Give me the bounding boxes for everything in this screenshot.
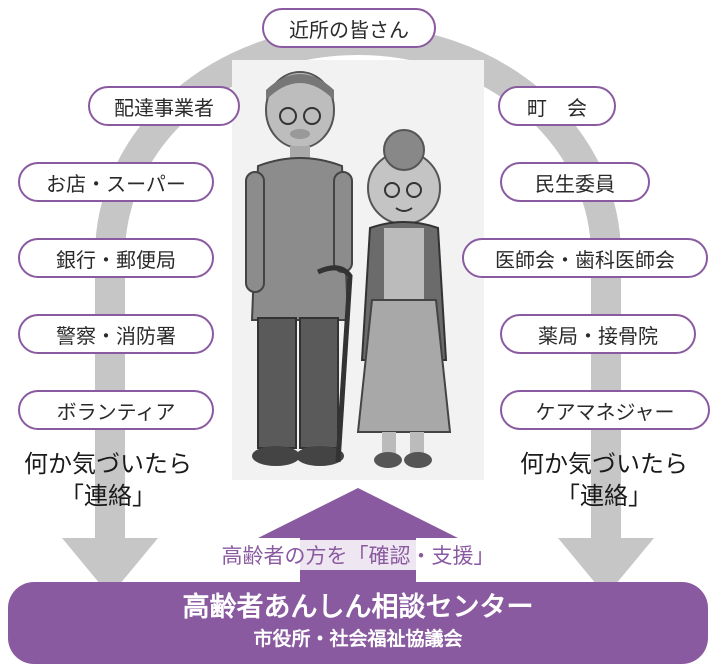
pill-delivery-businesses: 配達事業者 [88, 86, 240, 126]
pill-medical-dental-association: 医師会・歯科医師会 [462, 238, 708, 278]
confirm-support-label: 高齢者の方を「確認・支援」 [150, 540, 566, 570]
support-center-subtitle: 市役所・社会福祉協議会 [253, 628, 463, 650]
pill-shops-supermarkets: お店・スーパー [18, 162, 214, 202]
up-arrow [258, 488, 458, 588]
pill-neighbors: 近所の皆さん [262, 8, 436, 48]
right-caption: 何か気づいたら 「連絡」 [506, 448, 702, 512]
right-caption-line1: 何か気づいたら [520, 450, 688, 478]
pill-neighborhood-association: 町 会 [498, 86, 616, 126]
left-caption: 何か気づいたら 「連絡」 [10, 448, 206, 512]
support-center-title: 高齢者あんしん相談センター [182, 592, 534, 623]
left-down-arrowhead [62, 538, 158, 596]
left-caption-line1: 何か気づいたら [24, 450, 192, 478]
pill-police-fire: 警察・消防署 [18, 314, 214, 354]
left-caption-line2: 「連絡」 [60, 482, 156, 510]
pill-care-manager: ケアマネジャー [500, 390, 710, 430]
pill-banks-post-office: 銀行・郵便局 [18, 238, 214, 278]
pill-volunteers: ボランティア [18, 390, 214, 430]
pill-welfare-commissioners: 民生委員 [500, 162, 650, 202]
confirm-support-text: 高齢者の方を「確認・支援」 [217, 540, 499, 570]
support-center-box: 高齢者あんしん相談センター 市役所・社会福祉協議会 [8, 582, 708, 664]
right-caption-line2: 「連絡」 [556, 482, 652, 510]
elderly-couple-illustration [232, 60, 484, 480]
right-down-arrowhead [558, 538, 654, 596]
pill-pharmacy-bonesetter: 薬局・接骨院 [500, 314, 696, 354]
